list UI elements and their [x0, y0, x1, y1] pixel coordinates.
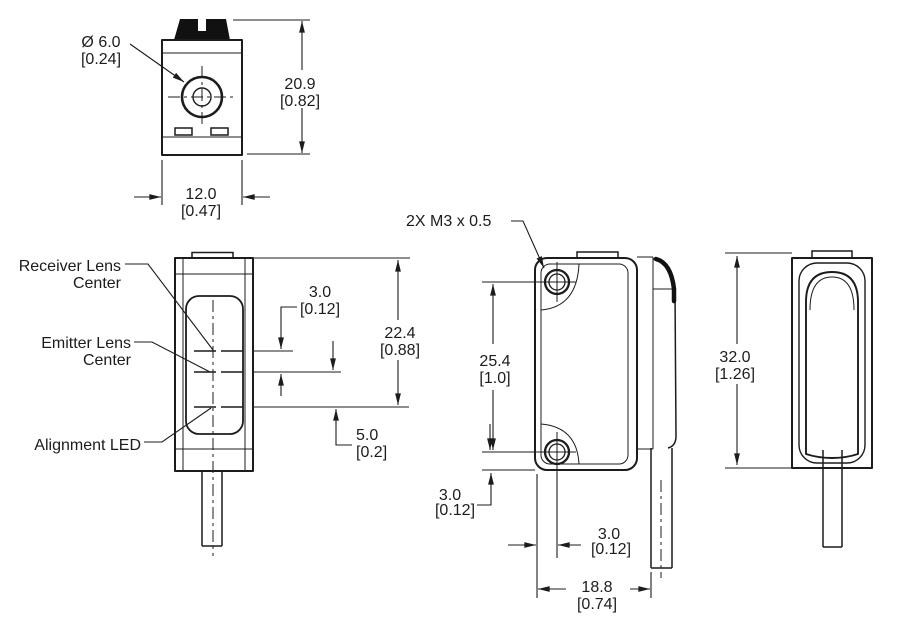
top-height-in: [0.82]	[280, 93, 320, 110]
height-extension-lines	[233, 19, 310, 155]
side-extension-lines	[482, 281, 652, 598]
front-top-tab	[191, 251, 234, 258]
front-height-dim-in: [0.88]	[380, 342, 420, 359]
tx-led-arrow-up	[333, 408, 352, 446]
rear-cable	[822, 450, 843, 548]
front-view: Receiver Lens Center Emitter Lens Center…	[19, 251, 420, 556]
hole-front-dim-in: [0.12]	[591, 541, 631, 558]
rear-top-tab	[811, 250, 853, 258]
knob-diameter-in: [0.24]	[81, 51, 121, 68]
potentiometer-crosshair	[168, 66, 236, 128]
rear-extension-lines	[725, 252, 797, 469]
mounting-thread-leader	[511, 220, 545, 269]
tx-led-dim-in: [0.2]	[356, 444, 387, 461]
rx-tx-dim-in: [0.12]	[300, 301, 340, 318]
side-body	[534, 257, 638, 471]
side-top-tab	[576, 251, 619, 258]
receiver-lens-label-line2: Center	[73, 275, 122, 292]
emitter-lens-label-line2: Center	[83, 352, 132, 369]
front-body-edges	[175, 259, 253, 470]
rear-body	[791, 257, 873, 469]
side-rear-cover-edge	[653, 256, 677, 304]
rear-cover-shell	[805, 271, 859, 459]
overall-height-dim-mm: 32.0	[719, 349, 750, 366]
side-view: 2X M3 x 0.5 25.4 [1.0] 3.0 [0.12] 3.0 [0…	[406, 213, 677, 613]
mounting-boss-arcs	[540, 263, 580, 465]
alignment-led-label: Alignment LED	[34, 437, 141, 454]
top-height-mm: 20.9	[284, 76, 315, 93]
receiver-lens-label-line1: Receiver Lens	[19, 258, 121, 275]
overall-height-dim-in: [1.26]	[715, 366, 755, 383]
top-width-in: [0.47]	[181, 203, 221, 220]
top-view: Ø 6.0 [0.24] 20.9 [0.82] 12.0 [0.47]	[81, 19, 320, 220]
hole-spacing-dim-in: [1.0]	[479, 370, 510, 387]
indicator-windows	[174, 127, 229, 136]
hole-spacing-dim-mm: 25.4	[479, 353, 510, 370]
adjustment-knob	[174, 19, 230, 40]
front-height-dim-mm: 22.4	[384, 325, 415, 342]
receiver-lens-leader	[125, 263, 214, 351]
tx-led-dim-mm: 5.0	[356, 427, 378, 444]
hole-front-dim-mm: 3.0	[598, 526, 620, 543]
top-view-seams	[162, 52, 242, 138]
emitter-lens-label-line1: Emitter Lens	[41, 335, 131, 352]
front-lens-window	[185, 295, 244, 435]
side-back-panel	[637, 256, 674, 450]
knob-diameter-leader	[129, 43, 185, 83]
hole-bottom-dim-mm: 3.0	[439, 487, 461, 504]
rear-cover-inner-arc	[809, 276, 855, 311]
rx-tx-dim-mm: 3.0	[309, 284, 331, 301]
rx-tx-arrow-down	[278, 306, 297, 350]
rear-body-inner	[798, 262, 866, 464]
front-cable	[201, 471, 223, 547]
optical-center-ticks	[194, 350, 243, 408]
width-extension-lines	[161, 160, 243, 205]
hole-bottom-arrow-up	[477, 472, 494, 506]
depth-dim-mm: 18.8	[581, 579, 612, 596]
alignment-led-leader	[144, 407, 212, 443]
top-width-mm: 12.0	[185, 186, 216, 203]
front-extension-lines	[252, 257, 410, 408]
knob-diameter-mm: Ø 6.0	[81, 34, 120, 51]
emitter-lens-leader	[134, 341, 211, 373]
rear-view: 32.0 [1.26]	[715, 250, 873, 548]
hole-bottom-dim-in: [0.12]	[435, 502, 475, 519]
front-body	[174, 257, 254, 472]
depth-dim-in: [0.74]	[577, 596, 617, 613]
mounting-thread-label: 2X M3 x 0.5	[406, 213, 491, 230]
side-body-inner	[540, 263, 629, 465]
top-view-body	[161, 39, 243, 156]
